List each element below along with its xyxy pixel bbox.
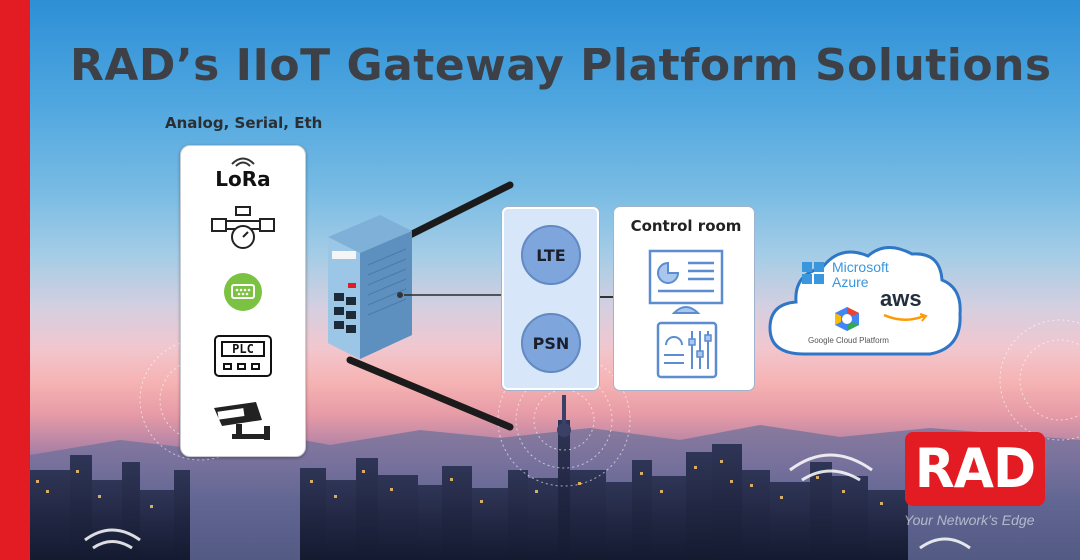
page-title: RAD’s IIoT Gateway Platform Solutions: [70, 40, 1052, 91]
control-room-title: Control room: [630, 217, 742, 235]
azure-line2: Azure: [832, 274, 869, 290]
plc-label: PLC: [221, 341, 265, 357]
lora-label: LoRa: [215, 167, 271, 191]
azure-line1: Microsoft: [832, 259, 889, 275]
connector-line: [600, 296, 614, 298]
brand-accent-bar: [0, 0, 30, 560]
serial-port-icon: [224, 273, 262, 311]
gateway-router-icon: [328, 181, 514, 431]
network-panel: LTE PSN: [502, 207, 599, 390]
network-psn: PSN: [521, 313, 581, 373]
cctv-camera-icon: [214, 402, 270, 440]
cloud-icon: [768, 246, 962, 356]
control-panel-icon: [656, 321, 718, 379]
lora-logo: LoRa: [180, 155, 306, 191]
plc-icon: PLC: [214, 335, 272, 377]
aws-label: aws: [880, 286, 922, 311]
brand-tagline: Your Network’s Edge: [904, 512, 1035, 528]
flow-meter-icon: [211, 206, 275, 249]
control-room-panel: Control room: [614, 207, 754, 390]
rad-logo: RAD: [905, 432, 1045, 506]
azure-label: Microsoft Azure: [832, 260, 889, 290]
microsoft-logo: [802, 262, 824, 284]
dashboard-monitor-icon: [648, 249, 724, 314]
google-cloud-logo: [835, 307, 859, 331]
network-lte: LTE: [521, 225, 581, 285]
gcp-label: Google Cloud Platform: [808, 336, 889, 345]
aws-smile-icon: [883, 313, 928, 322]
lora-signal-icon: [231, 157, 255, 167]
input-types-label: Analog, Serial, Eth: [165, 114, 323, 132]
rad-logo-text: RAD: [914, 437, 1036, 501]
